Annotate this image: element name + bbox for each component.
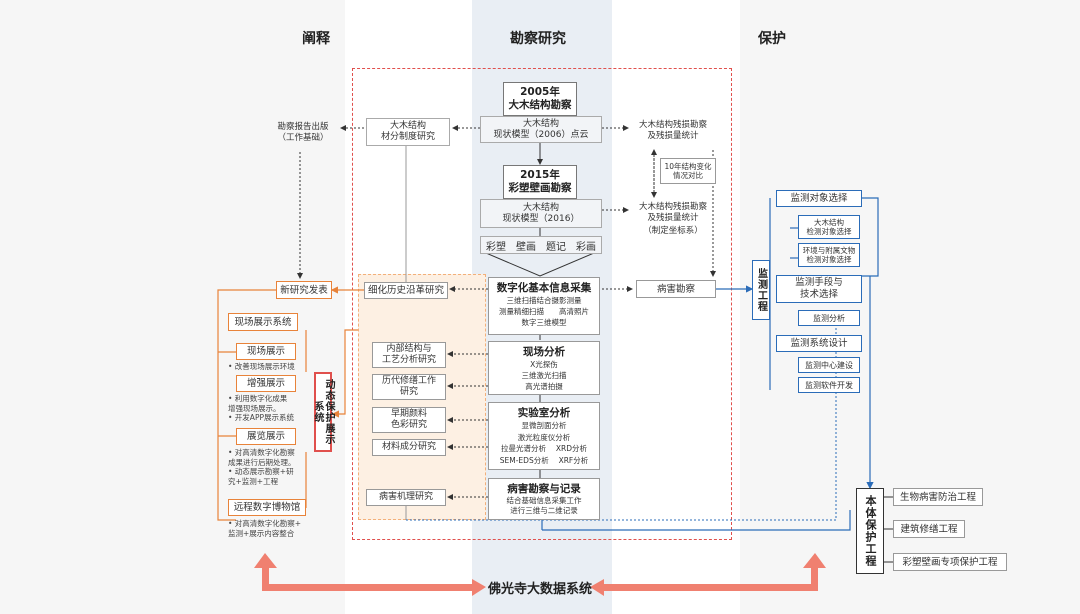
lab-analysis: 实验室分析 显微剖面分析 激光粒度仪分析 拉曼光谱分析 XRD分析 SEM-ED… [488, 402, 600, 470]
field-body: X光探伤 三维激光扫描 高光谱拍摄 [521, 360, 567, 391]
method-selection: 监测手段与 技术选择 [776, 275, 862, 303]
disease-record: 病害勘察与记录 结合基础信息采集工作 进行三维与二维记录 [488, 478, 600, 520]
exhibition-note: • 对高清数字化勘察 成果进行后期处理。 • 动态展示勘察+研 究+监测+工程 [228, 448, 296, 486]
survey-2015: 2015年 彩塑壁画勘察 [503, 165, 577, 199]
category-sculpture: 彩塑 [486, 241, 506, 253]
disease-mechanism: 病害机理研究 [366, 489, 446, 506]
big-data-system: 佛光寺大数据系统 [487, 582, 592, 597]
mural-protection-engineering: 彩塑壁画专项保护工程 [893, 553, 1007, 571]
disease-title: 病害勘察与记录 [507, 483, 581, 495]
remote-digital-museum: 远程数字博物馆 [228, 499, 306, 516]
repair-history: 历代修缮工作 研究 [372, 374, 446, 400]
dynamic-display-system: 动态保护展示系统 [312, 372, 334, 452]
material-system-study: 大木结构 材分制度研究 [366, 118, 450, 146]
object-selection: 监测对象选择 [776, 190, 862, 207]
digital-collection: 数字化基本信息采集 三维扫描结合摄影测量 测量精细扫描 高清照片 数字三维模型 [488, 277, 600, 335]
change-compare: 10年结构变化 情况对比 [660, 158, 716, 184]
lab-title: 实验室分析 [517, 407, 571, 419]
monitoring-analysis: 监测分析 [798, 310, 860, 326]
pigment-study: 早期颜料 色彩研究 [372, 407, 446, 433]
model-2016: 大木结构 现状模型（2016） [480, 199, 602, 228]
coordinate-note: （制定坐标系） [643, 226, 703, 236]
site-note: • 改善现场展示环境 [228, 362, 295, 371]
right-band [740, 0, 1080, 614]
digital-title: 数字化基本信息采集 [496, 282, 592, 294]
center-construction: 监测中心建设 [798, 357, 860, 373]
site-display: 现场展示 [236, 343, 296, 360]
software-development: 监测软件开发 [798, 377, 860, 393]
damage-stat-2: 大木结构残损勘察 及残损量统计 [638, 202, 707, 223]
category-mural: 壁画 [516, 241, 536, 253]
material-composition: 材料成分研究 [372, 439, 446, 456]
museum-note: • 对高清数字化勘察+ 监测+展示内容整合 [228, 519, 302, 538]
disease-body: 结合基础信息采集工作 进行三维与二维记录 [506, 496, 582, 515]
augmented-note: • 利用数字化成果 增强现场展示。 • 开发APP展示系统 [228, 394, 294, 422]
environment-object: 环境与附属文物 检测对象选择 [798, 243, 860, 267]
header-interpret: 阐释 [302, 31, 330, 47]
digital-body: 三维扫描结合摄影测量 测量精细扫描 高清照片 数字三维模型 [499, 296, 589, 327]
field-analysis: 现场分析 X光探伤 三维激光扫描 高光谱拍摄 [488, 341, 600, 395]
history-evolution: 细化历史沿革研究 [364, 282, 448, 299]
report-publish: 勘察报告出版 （工作基础） [277, 122, 329, 143]
category-painting: 彩画 [576, 241, 596, 253]
survey-categories: 彩塑 壁画 题记 彩画 [480, 236, 602, 254]
lab-body: 显微剖面分析 激光粒度仪分析 拉曼光谱分析 XRD分析 SEM-EDS分析 XR… [499, 421, 589, 465]
structure-object: 大木结构 检测对象选择 [798, 215, 860, 239]
research-red-frame [352, 68, 732, 540]
bio-disease-engineering: 生物病害防治工程 [893, 488, 983, 506]
body-protection: 本体保护工程 [856, 488, 884, 574]
survey-2005: 2005年 大木结构勘察 [503, 82, 577, 116]
building-repair-engineering: 建筑修缮工程 [893, 520, 965, 538]
category-inscription: 题记 [546, 241, 566, 253]
new-research-publish: 新研究发表 [276, 281, 332, 299]
model-2006: 大木结构 现状模型（2006）点云 [480, 116, 602, 143]
disease-survey: 病害勘察 [636, 280, 716, 298]
site-display-system: 现场展示系统 [228, 313, 298, 331]
header-survey: 勘察研究 [510, 31, 566, 47]
damage-stat-1: 大木结构残损勘察 及残损量统计 [638, 120, 707, 141]
exhibition-display: 展览展示 [236, 428, 296, 445]
craft-study: 内部结构与 工艺分析研究 [372, 342, 446, 368]
header-protect: 保护 [758, 31, 786, 47]
system-design: 监测系统设计 [776, 335, 862, 352]
monitoring-engineering: 监测工程 [752, 260, 770, 320]
augmented-display: 增强展示 [236, 375, 296, 392]
field-title: 现场分析 [523, 346, 565, 358]
